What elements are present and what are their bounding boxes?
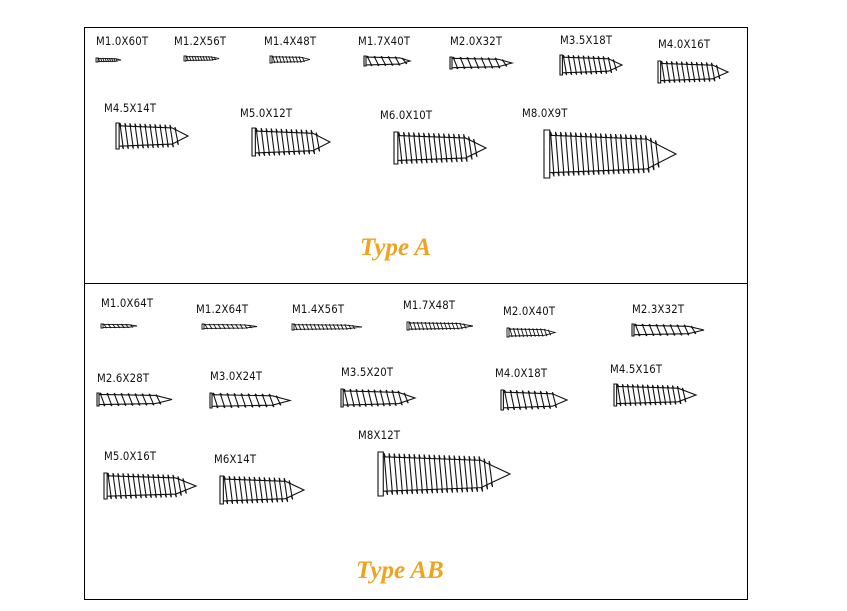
screw-label: M6X14T — [214, 452, 257, 466]
screw-ab-m2-0x40t: M2.0X40T — [503, 304, 573, 344]
screw-label: M1.0X64T — [101, 296, 154, 310]
screw-ab-m1-0x64t: M1.0X64T — [100, 296, 161, 336]
screw-label: M4.0X18T — [495, 366, 548, 380]
screw-a-m4-5x14t: M4.5X14T — [104, 101, 199, 161]
screw-ab-m3-0x24t: M3.0X24T — [209, 369, 293, 414]
screw-icon — [657, 60, 730, 84]
screw-icon — [201, 323, 258, 330]
screw-label: M1.2X64T — [196, 302, 249, 316]
screw-label: M3.5X20T — [341, 365, 394, 379]
screw-a-m1-0x60t: M1.0X60T — [95, 34, 160, 74]
screw-label: M1.7X48T — [403, 298, 456, 312]
screw-label: M1.4X48T — [264, 34, 317, 48]
screw-ab-m5-0x16t: M5.0X16T — [103, 449, 199, 511]
section-divider — [84, 283, 748, 284]
screw-icon — [269, 55, 311, 64]
screw-icon — [219, 475, 306, 505]
screw-ab-m4-5x16t: M4.5X16T — [610, 362, 700, 414]
screw-icon — [406, 321, 474, 331]
screw-icon — [559, 54, 624, 76]
screw-label: M6.0X10T — [380, 108, 433, 122]
screw-label: M4.5X16T — [610, 362, 663, 376]
screw-icon — [543, 129, 678, 179]
screw-label: M8X12T — [358, 428, 401, 442]
screw-a-m5-0x12t: M5.0X12T — [240, 106, 335, 164]
screw-a-m1-7x40t: M1.7X40T — [358, 34, 428, 74]
screw-ab-m3-5x20t: M3.5X20T — [340, 365, 423, 415]
type-ab-title: Type AB — [356, 557, 444, 584]
screw-a-m1-2x56t: M1.2X56T — [174, 34, 244, 74]
screw-label: M1.0X60T — [96, 34, 149, 48]
screw-label: M5.0X16T — [104, 449, 157, 463]
screw-icon — [95, 57, 122, 63]
screw-ab-m2-3x32t: M2.3X32T — [631, 302, 707, 342]
type-a-title: Type A — [360, 234, 432, 261]
screw-label: M4.0X16T — [658, 37, 711, 51]
screw-ab-m2-6x28t: M2.6X28T — [96, 371, 175, 413]
screw-icon — [377, 451, 512, 497]
screw-a-m6-0x10t: M6.0X10T — [380, 108, 490, 172]
screw-icon — [251, 127, 332, 157]
screw-icon — [363, 55, 412, 67]
screw-ab-m4-0x18t: M4.0X18T — [495, 366, 580, 416]
screw-ab-m8x12t: M8X12T — [358, 428, 512, 514]
screw-a-m1-4x48t: M1.4X48T — [264, 34, 334, 74]
screw-icon — [100, 323, 138, 329]
screw-label: M1.4X56T — [292, 302, 345, 316]
screw-icon — [449, 56, 515, 70]
screw-ab-m1-7x48t: M1.7X48T — [403, 298, 475, 340]
screw-label: M2.0X32T — [450, 34, 503, 48]
screw-icon — [506, 327, 557, 338]
screw-label: M3.0X24T — [210, 369, 263, 383]
screw-label: M1.2X56T — [174, 34, 227, 48]
screw-icon — [340, 388, 417, 408]
screw-icon — [613, 383, 698, 407]
screw-icon — [209, 392, 293, 409]
diagram-frame — [84, 27, 748, 600]
screw-icon — [103, 472, 198, 500]
screw-label: M2.3X32T — [632, 302, 685, 316]
screw-label: M2.0X40T — [503, 304, 556, 318]
screw-icon — [115, 122, 190, 150]
screw-label: M1.7X40T — [358, 34, 411, 48]
screw-label: M8.0X9T — [522, 106, 568, 120]
screw-icon — [183, 55, 220, 62]
screw-label: M3.5X18T — [560, 33, 613, 47]
screw-a-m8-0x9t: M8.0X9T — [522, 106, 678, 186]
screw-label: M4.5X14T — [104, 101, 157, 115]
screw-a-m2-0x32t: M2.0X32T — [449, 34, 525, 74]
screw-icon — [393, 131, 488, 165]
screw-ab-m6x14t: M6X14T — [214, 452, 309, 514]
screw-ab-m1-2x64t: M1.2X64T — [196, 302, 266, 342]
screw-a-m3-5x18t: M3.5X18T — [559, 33, 640, 81]
screw-label: M5.0X12T — [240, 106, 293, 120]
screw-icon — [500, 389, 569, 411]
screw-label: M2.6X28T — [97, 371, 150, 385]
screw-a-m4-0x16t: M4.0X16T — [657, 37, 743, 89]
screw-icon — [291, 323, 363, 331]
screw-icon — [631, 323, 705, 337]
screw-ab-m1-4x56t: M1.4X56T — [291, 302, 363, 342]
screw-icon — [96, 392, 173, 407]
